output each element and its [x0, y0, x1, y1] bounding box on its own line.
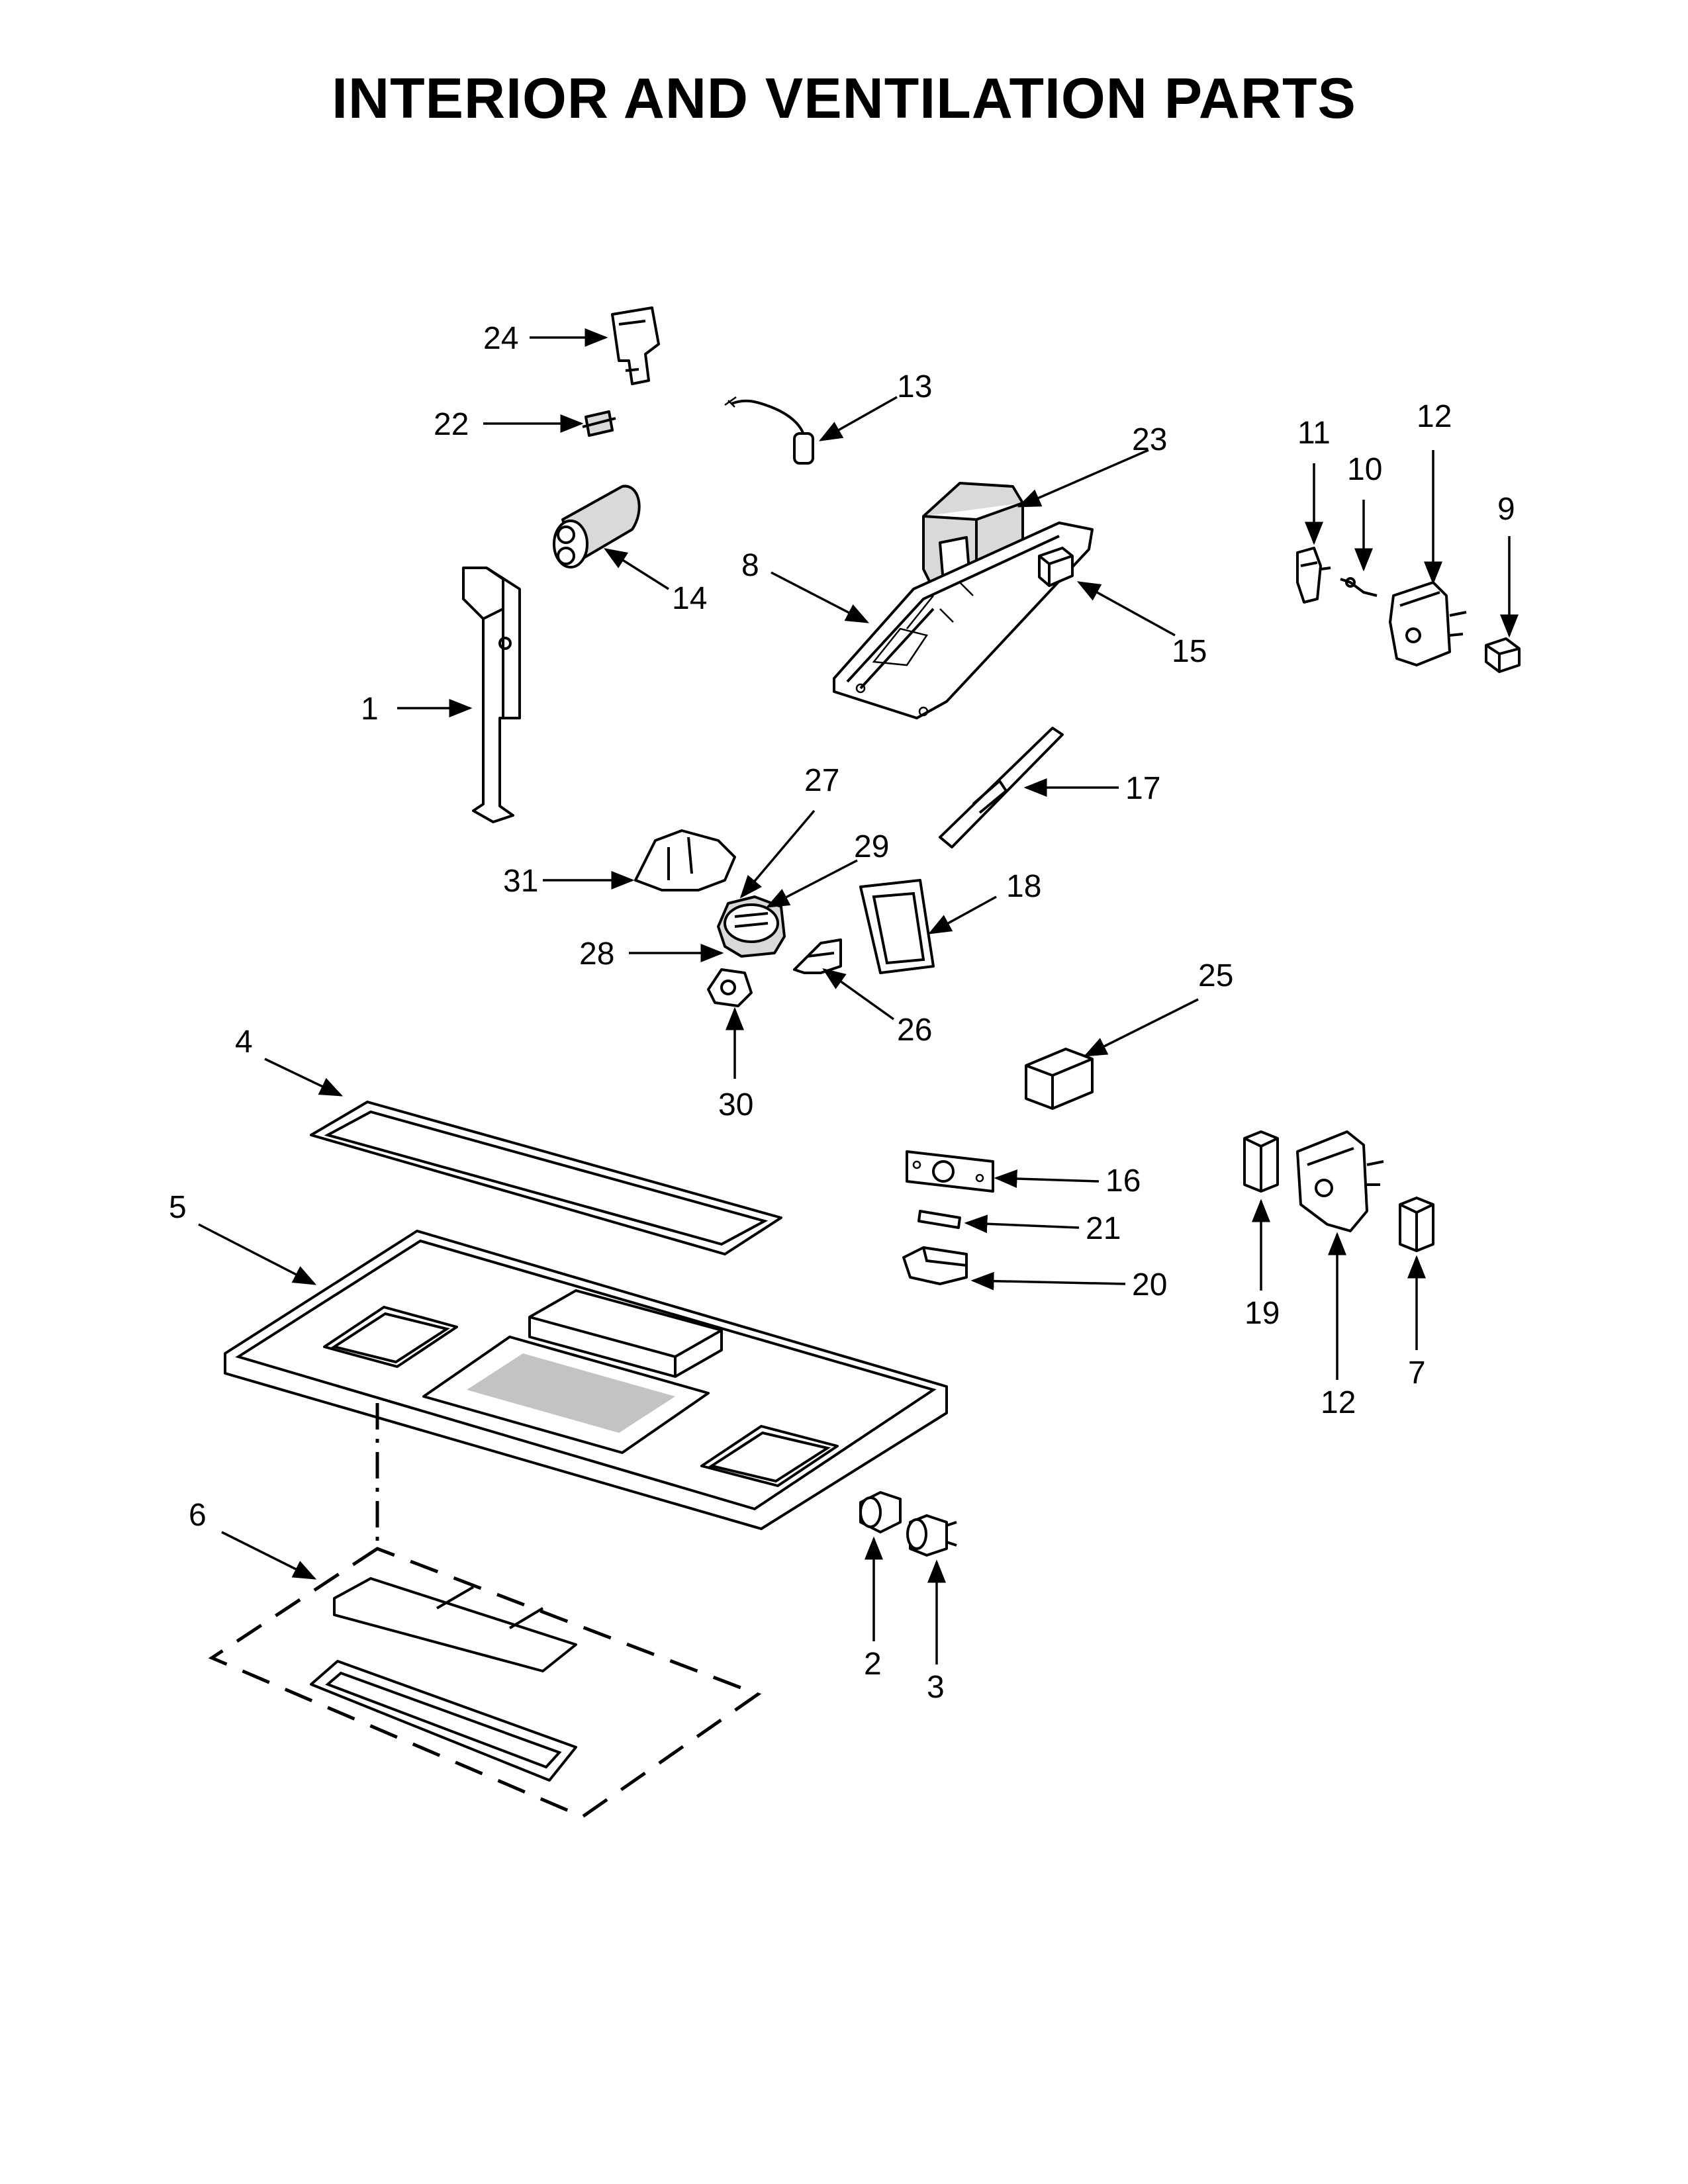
- callout-28: 28: [579, 936, 614, 972]
- callout-19: 19: [1244, 1296, 1280, 1331]
- callout-16: 16: [1105, 1163, 1141, 1199]
- callout-23: 23: [1132, 422, 1167, 457]
- part-9-switch: [1485, 637, 1521, 673]
- callout-12-top: 12: [1417, 399, 1452, 434]
- part-7-switch: [1399, 1197, 1434, 1252]
- part-19-switch: [1243, 1130, 1279, 1193]
- callout-20: 20: [1132, 1267, 1167, 1302]
- part-14-capacitor: [553, 484, 641, 569]
- callout-10: 10: [1347, 452, 1382, 487]
- part-30-sensor: [707, 968, 753, 1007]
- callout-8: 8: [741, 548, 759, 583]
- part-10-lever: [1340, 577, 1378, 597]
- callout-12-bottom: 12: [1321, 1385, 1356, 1420]
- callout-6: 6: [189, 1498, 207, 1533]
- callout-7: 7: [1408, 1355, 1426, 1390]
- callout-26: 26: [897, 1013, 932, 1048]
- callout-24: 24: [483, 321, 518, 356]
- part-17-rail: [939, 727, 1064, 848]
- part-22-clip: [582, 410, 616, 437]
- callout-27: 27: [804, 763, 839, 798]
- part-21-pin: [917, 1210, 961, 1229]
- callout-25: 25: [1198, 958, 1233, 993]
- part-5-bottom-panel: [224, 1230, 948, 1530]
- part-6-grille-kit: [208, 1547, 762, 1819]
- part-12-switch-holder-top: [1389, 581, 1467, 666]
- callout-11: 11: [1297, 416, 1331, 451]
- part-2-bulb: [859, 1491, 902, 1533]
- callout-13: 13: [897, 369, 932, 404]
- callout-22: 22: [434, 407, 469, 442]
- callout-2: 2: [864, 1647, 882, 1682]
- part-4-filter: [310, 1101, 782, 1255]
- part-8-base-plate: [833, 522, 1094, 719]
- callout-5: 5: [169, 1190, 187, 1225]
- callout-29: 29: [854, 829, 889, 864]
- callout-15: 15: [1172, 634, 1207, 669]
- callout-labels: 24 22 13 23 14 8 15 1 11 10 12 9 17 27 2…: [169, 321, 1515, 1705]
- part-11-switch: [1296, 547, 1331, 604]
- part-12-switch-holder-bottom: [1296, 1130, 1384, 1232]
- part-3-socket: [906, 1514, 957, 1557]
- callout-31: 31: [503, 864, 538, 899]
- part-28-fan-motor: [717, 895, 786, 958]
- part-18-plate: [859, 879, 935, 974]
- callout-4: 4: [235, 1024, 253, 1060]
- part-1-vertical-bracket: [462, 567, 521, 823]
- part-26-bracket: [793, 938, 842, 974]
- callout-3: 3: [927, 1670, 945, 1705]
- callout-21: 21: [1086, 1211, 1121, 1246]
- part-16-plate: [906, 1150, 994, 1193]
- callout-9: 9: [1497, 492, 1515, 527]
- callout-1: 1: [361, 692, 379, 727]
- callout-17: 17: [1125, 771, 1160, 806]
- part-13-wire-lead: [724, 396, 814, 465]
- leader-arrows: [198, 328, 1519, 1664]
- page-title: INTERIOR AND VENTILATION PARTS: [332, 67, 1356, 130]
- callout-18: 18: [1006, 869, 1041, 904]
- part-25-block: [1025, 1048, 1094, 1110]
- part-20-latch: [902, 1246, 968, 1285]
- part-24-bracket: [611, 306, 660, 385]
- part-31-fan-housing: [634, 829, 736, 891]
- callout-14: 14: [672, 581, 707, 616]
- part-15-block: [1038, 547, 1074, 587]
- callout-30: 30: [718, 1087, 753, 1122]
